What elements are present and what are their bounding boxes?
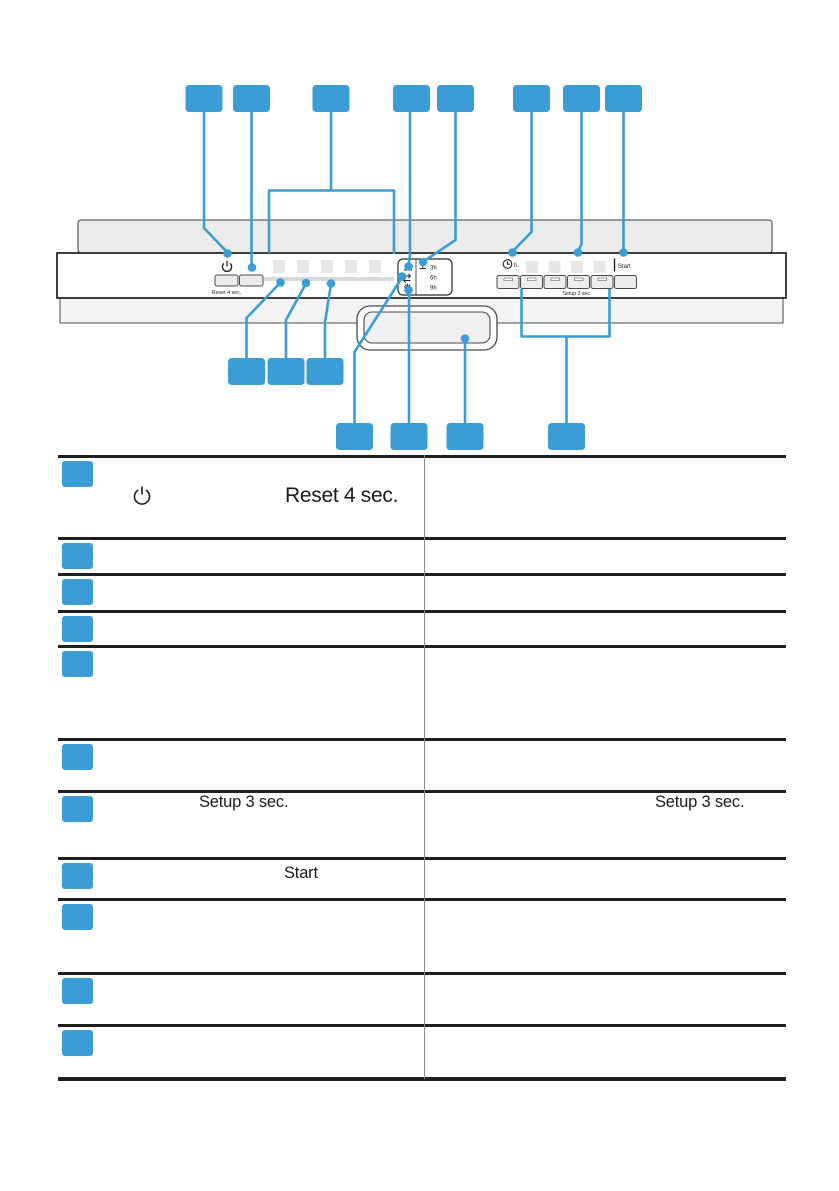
on-off-button <box>214 274 239 287</box>
timer-6h-label: 6h <box>430 276 437 282</box>
legend-marker-6 <box>62 744 93 770</box>
legend-marker-2 <box>62 543 93 569</box>
time-delay-icon <box>502 259 513 269</box>
callout-box-bottom-1 <box>336 423 373 450</box>
table-rule <box>58 738 786 741</box>
callout-box-bottom-3 <box>446 423 484 450</box>
legend-marker-11 <box>62 1030 93 1056</box>
legend-marker-4 <box>62 616 93 642</box>
callout-dots <box>223 248 628 343</box>
legend-marker-3 <box>62 579 93 605</box>
callout-boxes <box>185 85 642 450</box>
table-rule <box>58 537 786 540</box>
callout-box-4 <box>393 85 430 112</box>
salt-refill-icon <box>402 273 412 284</box>
control-panel-diagram: Reset 4 sec. 3h 6h <box>56 85 787 450</box>
timer-3h-label: 3h <box>430 266 437 272</box>
callout-dot-rinse-aid <box>404 285 413 295</box>
callout-box-mid-1 <box>228 358 265 385</box>
callout-line-mid-2 <box>284 282 308 358</box>
callout-line-5 <box>422 112 457 263</box>
callout-line-6 <box>511 112 533 253</box>
table-rule <box>58 455 786 458</box>
callout-dot-time-delay <box>508 248 517 257</box>
callout-box-bottom-4 <box>548 423 585 450</box>
callout-line-3 <box>267 112 396 254</box>
legend-row1-label: Reset 4 sec. <box>285 484 399 507</box>
callout-dot-led-3 <box>326 279 336 288</box>
time-delay-hour-label: h. <box>514 263 519 269</box>
table-rule <box>58 610 786 613</box>
callout-line-bottom-4 <box>520 289 611 423</box>
callout-dot-tap <box>418 257 428 267</box>
callout-box-7 <box>563 85 600 112</box>
legend-row8-label: Start <box>284 864 318 882</box>
callout-box-8 <box>605 85 642 112</box>
option-buttons <box>496 275 637 289</box>
callout-box-3 <box>312 85 350 112</box>
delay-led-windows <box>526 261 606 273</box>
callout-dot-options <box>573 248 583 257</box>
reset-button <box>239 274 264 287</box>
table-rule <box>58 573 786 576</box>
legend-row7-left-label: Setup 3 sec. <box>199 793 289 811</box>
table-rule <box>58 790 786 793</box>
callout-box-1 <box>185 85 223 112</box>
legend-marker-10 <box>62 978 93 1004</box>
power-icon-legend <box>133 486 151 505</box>
panel-start-label: Start <box>618 264 631 270</box>
callout-dot-reset-button <box>247 263 257 272</box>
power-icon <box>221 260 233 272</box>
callout-dot-salt <box>397 272 407 281</box>
callout-dot-start <box>619 248 628 257</box>
callout-dot-water-supply <box>404 262 413 271</box>
legend-marker-5 <box>62 651 93 677</box>
callout-line-4 <box>407 112 412 266</box>
panel-setup-label: Setup 3 sec. <box>563 291 592 297</box>
table-rule-bottom <box>58 1077 786 1081</box>
callout-dot-handle <box>460 334 470 343</box>
legend-marker-8 <box>62 863 93 889</box>
callout-box-mid-2 <box>267 358 305 385</box>
legend-row7-right-label: Setup 3 sec. <box>655 793 745 811</box>
callout-box-2 <box>233 85 270 112</box>
door-handle-inner <box>363 311 491 344</box>
callout-box-mid-3 <box>306 358 344 385</box>
callout-dot-led-2 <box>301 278 311 288</box>
legend-marker-7 <box>62 796 93 822</box>
callout-box-6 <box>513 85 550 112</box>
callout-line-1 <box>202 112 229 254</box>
callout-dot-power <box>223 249 232 258</box>
table-rule <box>58 857 786 860</box>
table-column-divider <box>424 455 425 1079</box>
legend-marker-1 <box>62 461 93 487</box>
program-buttons <box>273 260 381 273</box>
table-rule <box>58 645 786 648</box>
table-rule <box>58 972 786 975</box>
callout-box-bottom-2 <box>390 423 428 450</box>
table-rule <box>58 1024 786 1027</box>
callout-line-mid-1 <box>245 282 281 358</box>
callout-line-mid-3 <box>323 283 333 358</box>
indicator-bar <box>264 277 394 281</box>
legend-marker-9 <box>62 904 93 930</box>
panel-reset-label: Reset 4 sec. <box>212 290 241 296</box>
callout-box-5 <box>437 85 474 112</box>
callout-dot-led-1 <box>276 278 285 287</box>
timer-9h-label: 9h <box>430 286 437 292</box>
table-rule <box>58 898 786 901</box>
callout-line-bottom-1 <box>353 276 404 423</box>
